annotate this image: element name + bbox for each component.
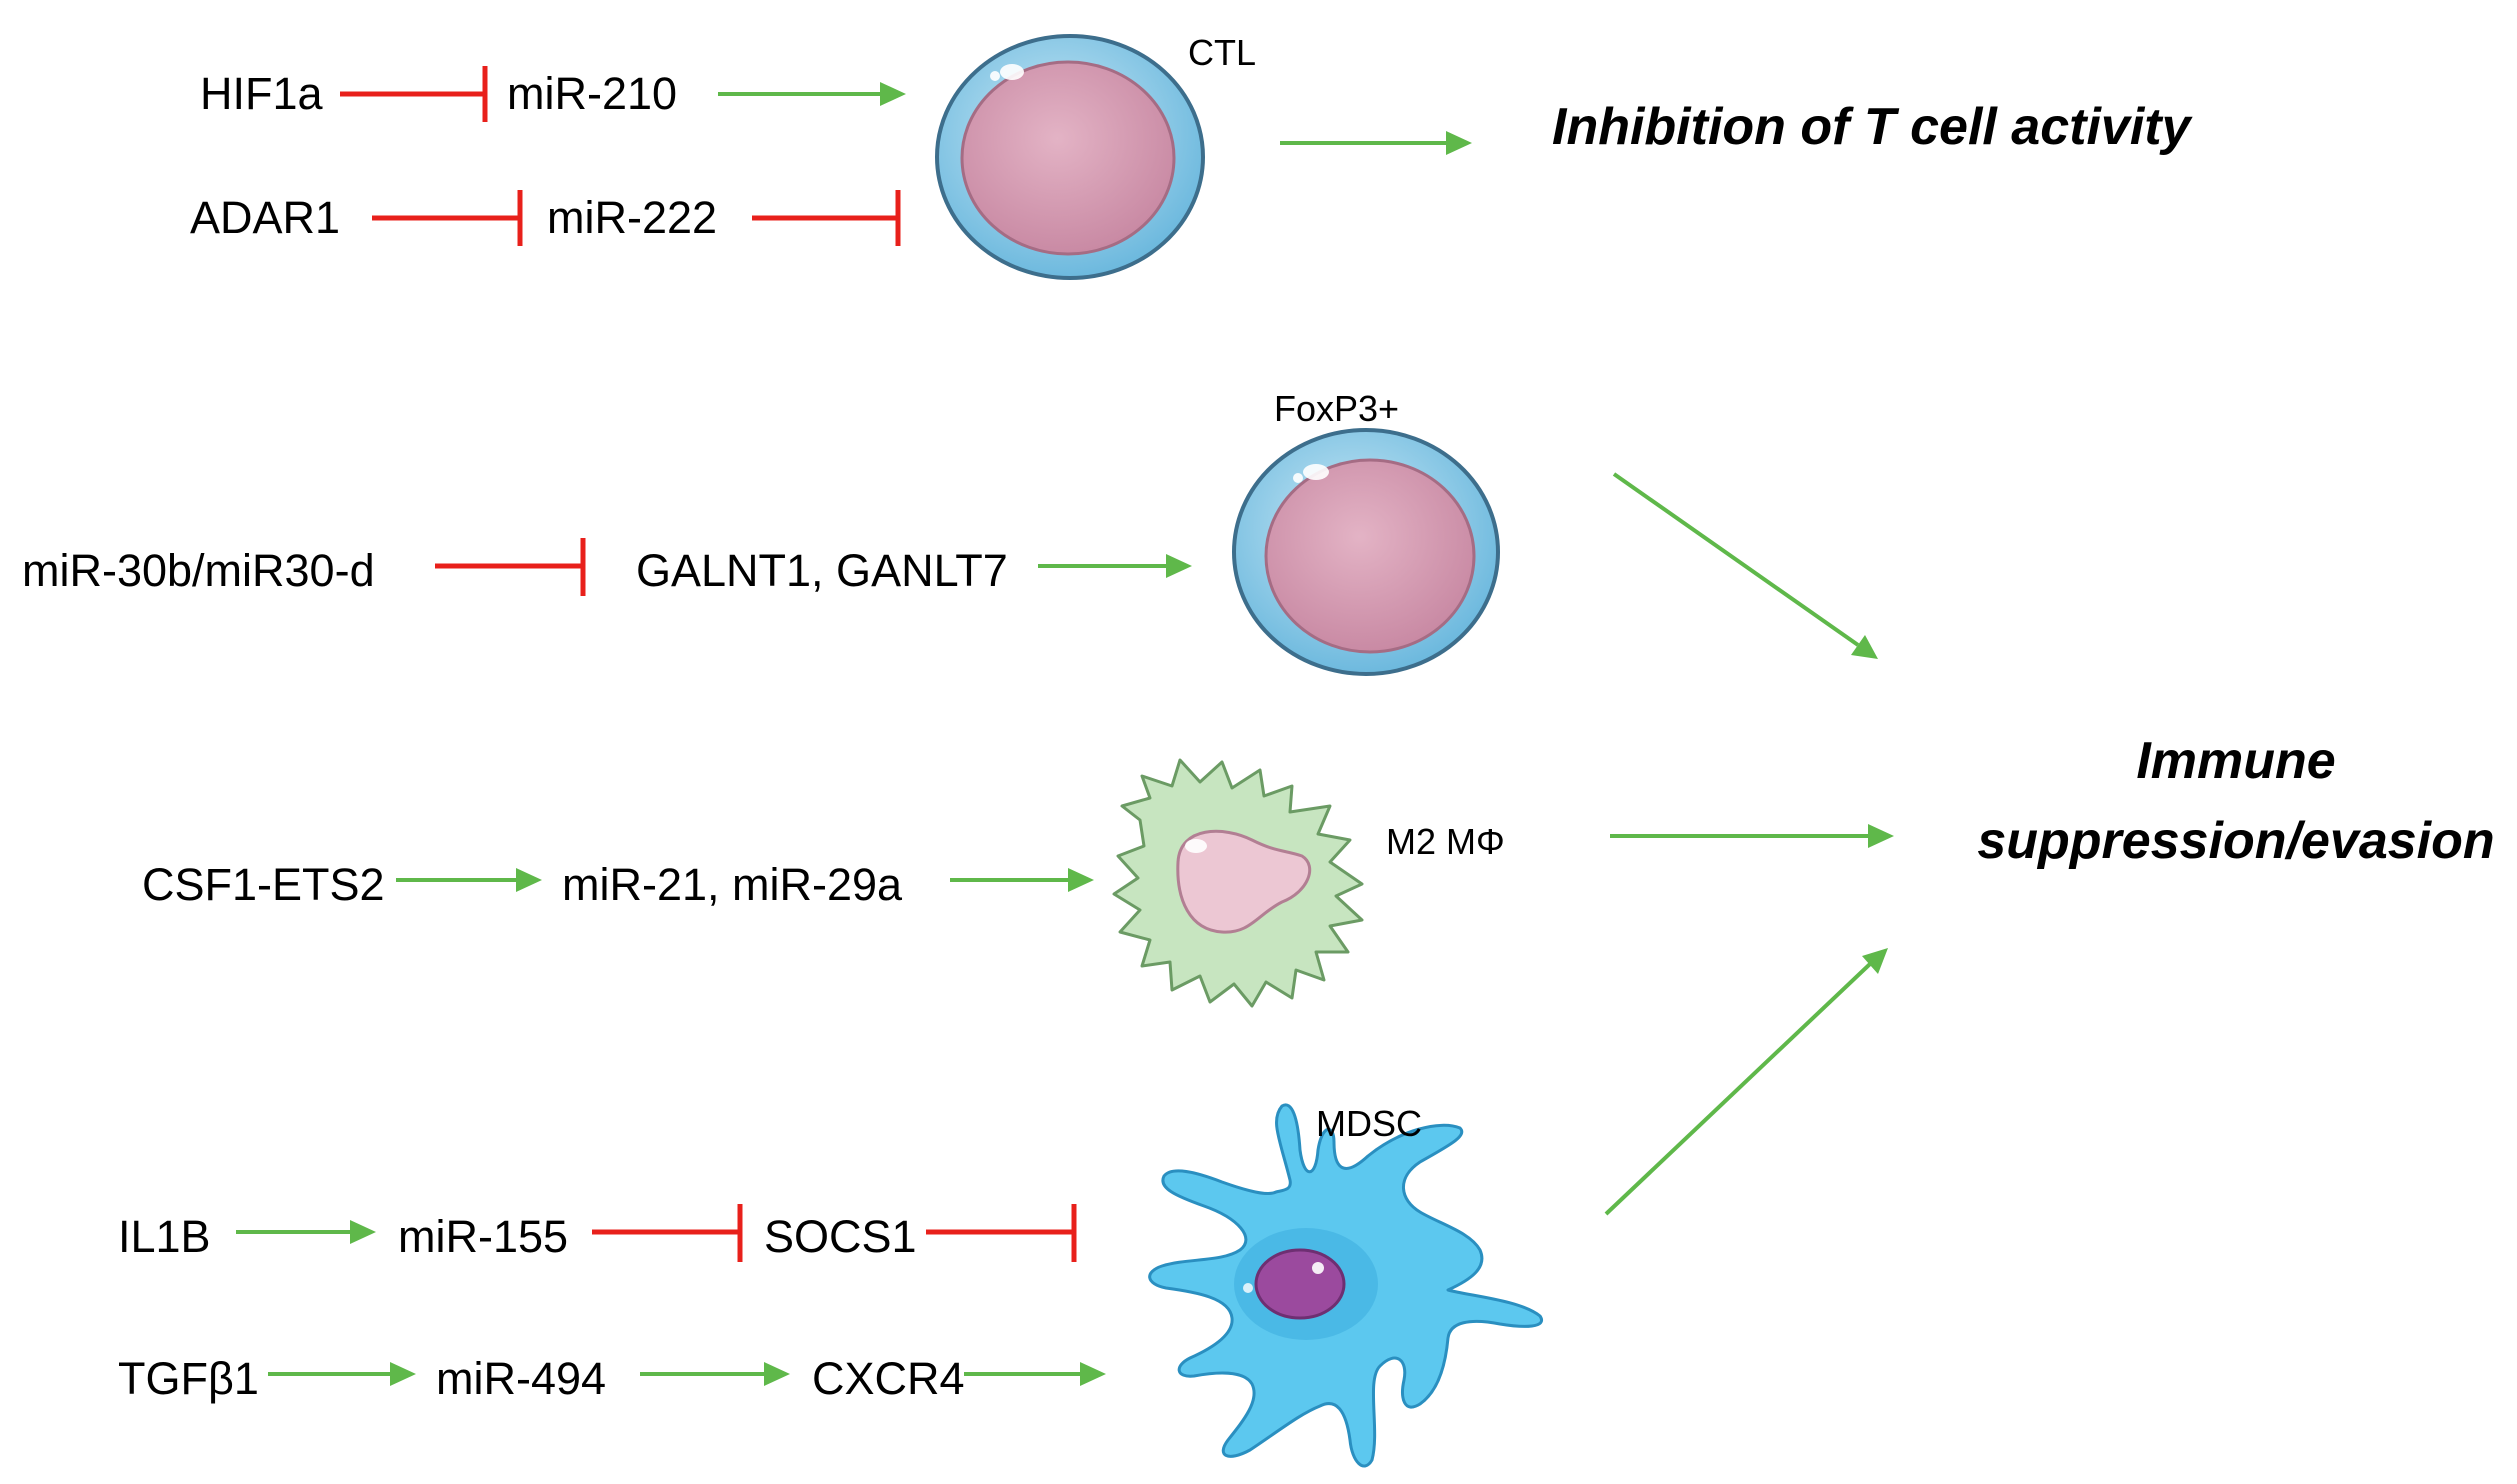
mir21-mir29a-label: miR-21, miR-29a: [562, 859, 903, 910]
arrowhead: [1862, 948, 1888, 974]
macrophage-icon: [1112, 758, 1364, 1008]
il1b-label: IL1B: [118, 1211, 211, 1262]
arrowhead: [350, 1220, 376, 1244]
t-cell-icon: [1232, 428, 1500, 676]
arrowhead: [1851, 635, 1878, 659]
mir222-label: miR-222: [547, 192, 717, 243]
arrowhead: [764, 1362, 790, 1386]
mdsc-icon: [1148, 1103, 1544, 1468]
ctl-label: CTL: [1188, 32, 1256, 73]
mir494-label: miR-494: [436, 1353, 606, 1404]
arrowhead: [1446, 131, 1472, 155]
m2-macrophage-label: M2 MΦ: [1386, 821, 1505, 862]
treg-label: FoxP3+: [1274, 388, 1399, 429]
immune-outcome-line2: suppression/evasion: [1977, 812, 2494, 870]
mdsc-to-outcome-arrow: [1604, 962, 1872, 1216]
mdsc-label: MDSC: [1316, 1103, 1422, 1144]
arrowhead: [390, 1362, 416, 1386]
cxcr4-label: CXCR4: [812, 1353, 965, 1404]
arrowhead: [880, 82, 906, 106]
t-cell-inhibition-outcome: Inhibition of T cell activity: [1552, 98, 2194, 156]
adar1-label: ADAR1: [190, 192, 340, 243]
mir30-label: miR-30b/miR30-d: [22, 545, 375, 596]
mir155-label: miR-155: [398, 1211, 568, 1262]
t-cell-icon: [935, 34, 1205, 280]
galnt-label: GALNT1, GANLT7: [636, 545, 1008, 596]
treg-to-outcome-arrow: [1612, 472, 1860, 647]
socs1-label: SOCS1: [764, 1211, 917, 1262]
mir210-label: miR-210: [507, 68, 677, 119]
arrowhead: [1080, 1362, 1106, 1386]
hif1a-label: HIF1a: [200, 68, 324, 119]
immune-outcome-line1: Immune: [2136, 732, 2335, 790]
csf1-ets2-label: CSF1-ETS2: [142, 859, 385, 910]
arrowhead: [1166, 554, 1192, 578]
tgfb1-label: TGFβ1: [118, 1353, 259, 1404]
arrowhead: [516, 868, 542, 892]
arrowhead: [1868, 824, 1894, 848]
arrowhead: [1068, 868, 1094, 892]
